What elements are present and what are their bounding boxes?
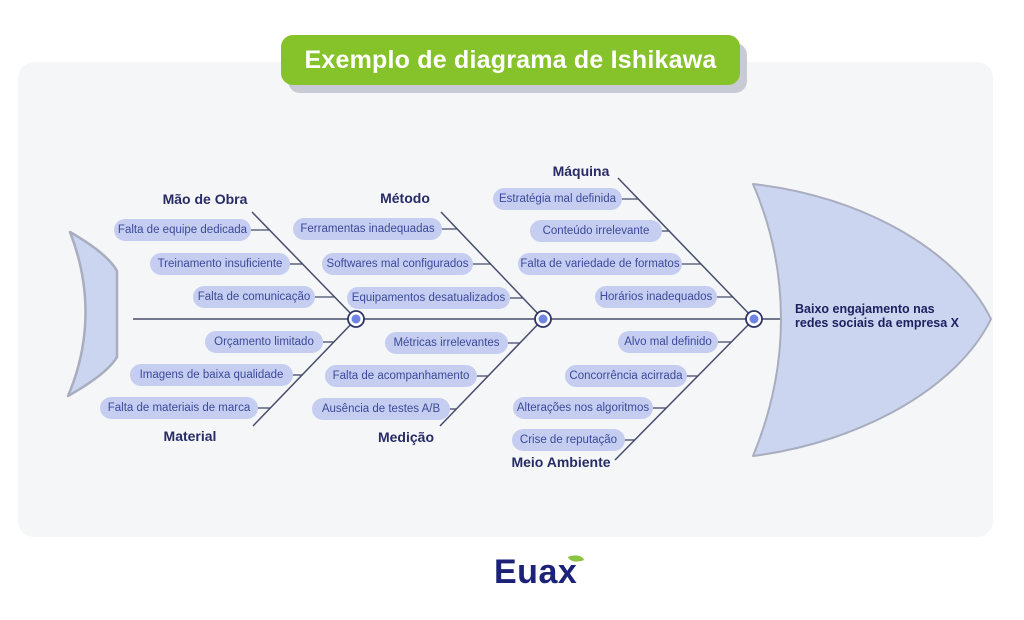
category-label-medicao: Medição — [377, 429, 434, 445]
cause-pill-falta-de-acompanhamento: Falta de acompanhamento — [325, 365, 477, 387]
category-label-metodo: Método — [380, 190, 430, 206]
cause-pill-orcamento-limitado: Orçamento limitado — [205, 331, 323, 353]
cause-pill-conteudo-irrelevante: Conteúdo irrelevante — [530, 220, 662, 242]
bone-maquina — [617, 177, 755, 320]
effect-line-1: Baixo engajamento nas — [795, 302, 935, 316]
effect-line-2: redes sociais da empresa X — [795, 316, 959, 330]
cause-pill-falta-de-equipe-dedicada: Falta de equipe dedicada — [114, 219, 251, 241]
fish-head — [752, 183, 992, 457]
bone-metodo — [440, 211, 544, 320]
fish-tail — [66, 230, 119, 398]
spine-node-dot — [749, 314, 759, 324]
category-label-meio-ambiente: Meio Ambiente — [511, 454, 611, 470]
page-title: Exemplo de diagrama de Ishikawa — [304, 45, 717, 74]
cause-pill-ferramentas-inadequadas: Ferramentas inadequadas — [293, 218, 442, 240]
cause-pill-alvo-mal-definido: Alvo mal definido — [618, 331, 718, 353]
cause-pill-equipamentos-desatualizados: Equipamentos desatualizados — [347, 287, 510, 309]
cause-pill-alteracoes-nos-algoritmos: Alterações nos algoritmos — [513, 397, 653, 419]
cause-pill-treinamento-insuficiente: Treinamento insuficiente — [150, 253, 290, 275]
cause-pill-horarios-inadequados: Horários inadequados — [595, 286, 717, 308]
cause-pill-crise-de-reputacao: Crise de reputação — [512, 429, 625, 451]
cause-pill-estrategia-mal-definida: Estratégia mal definida — [493, 188, 622, 210]
cause-pill-falta-de-comunicacao: Falta de comunicação — [193, 286, 315, 308]
euax-logo: Euax — [494, 551, 585, 592]
category-label-maquina: Máquina — [552, 163, 610, 179]
cause-pill-ausencia-de-testes-a-b: Ausência de testes A/B — [312, 398, 450, 420]
cause-pill-falta-de-variedade-de-formatos: Falta de variedade de formatos — [518, 253, 682, 275]
cause-pill-imagens-de-baixa-qualidade: Imagens de baixa qualidade — [130, 364, 293, 386]
category-label-material: Material — [163, 428, 217, 444]
effect-statement: Baixo engajamento nas redes sociais da e… — [795, 302, 959, 330]
cause-pill-softwares-mal-configurados: Softwares mal configurados — [322, 253, 473, 275]
title-banner: Exemplo de diagrama de Ishikawa — [281, 35, 740, 85]
spine-node-dot — [351, 314, 361, 324]
euax-logo-text: Euax — [494, 553, 578, 591]
spine-node-dot — [538, 314, 548, 324]
cause-pill-concorrencia-acirrada: Concorrência acirrada — [565, 365, 687, 387]
cause-pill-falta-de-materiais-de-marca: Falta de materiais de marca — [100, 397, 258, 419]
category-label-mao-de-obra: Mão de Obra — [162, 191, 248, 207]
bone-medicao — [439, 318, 544, 427]
cause-pill-metricas-irrelevantes: Métricas irrelevantes — [385, 332, 508, 354]
